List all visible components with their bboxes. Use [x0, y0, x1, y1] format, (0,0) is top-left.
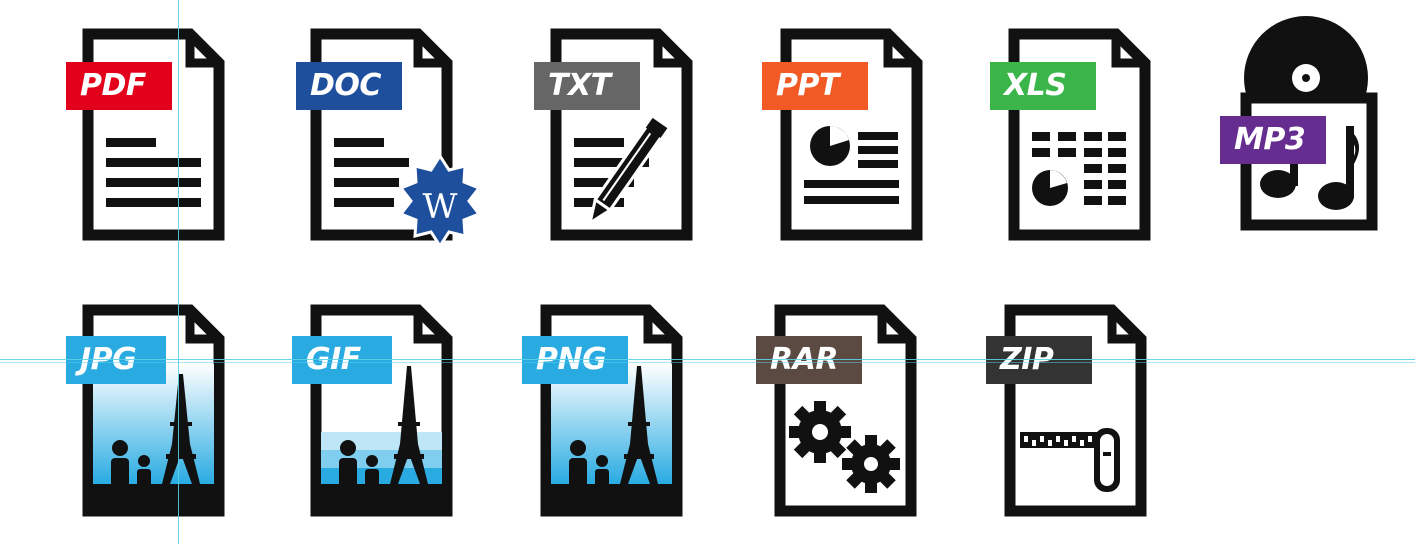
eiffel-tower-icon [390, 366, 428, 484]
pdf-badge: PDF [66, 62, 172, 110]
doc-badge: DOC [296, 62, 402, 110]
spreadsheet-grid [1032, 132, 1126, 205]
pdf-file-icon: PDF [62, 28, 225, 260]
pencil-icon [587, 115, 670, 227]
people-icon [339, 440, 379, 489]
gif-badge: GIF [292, 336, 392, 384]
mp3-badge: MP3 [1220, 116, 1326, 164]
txt-file-icon: TXT [530, 28, 693, 260]
eiffel-tower-icon [162, 374, 200, 484]
zip-file-icon: ZIP [984, 304, 1147, 536]
eiffel-tower-icon [620, 366, 658, 484]
png-file-icon: PNG [520, 304, 683, 536]
seal-letter: W [422, 187, 458, 227]
vertical-guide-line[interactable] [178, 0, 179, 544]
zipper-icon [1020, 428, 1120, 492]
horizontal-guide-line-secondary[interactable] [0, 362, 1415, 363]
ppt-badge: PPT [762, 62, 868, 110]
pie-chart-icon [810, 126, 850, 166]
xls-badge: XLS [990, 62, 1096, 110]
rar-badge: RAR [756, 336, 862, 384]
png-badge: PNG [522, 336, 628, 384]
jpg-badge: JPG [66, 336, 166, 384]
mp3-file-icon: MP3 [1218, 16, 1378, 248]
txt-badge: TXT [534, 62, 640, 110]
doc-file-icon: W DOC [292, 28, 482, 260]
xls-file-icon: XLS [988, 28, 1151, 260]
people-icon [569, 440, 609, 489]
people-icon [111, 440, 151, 489]
seal-icon [398, 153, 482, 249]
jpg-file-icon: JPG [62, 304, 225, 536]
ppt-file-icon: PPT [760, 28, 923, 260]
gif-file-icon: GIF [290, 304, 453, 536]
pie-chart-icon [1032, 170, 1068, 206]
rar-file-icon: RAR [754, 304, 917, 536]
gear-icon [789, 401, 851, 463]
zip-badge: ZIP [986, 336, 1092, 384]
horizontal-guide-line[interactable] [0, 359, 1415, 360]
gear-icon [842, 435, 900, 493]
